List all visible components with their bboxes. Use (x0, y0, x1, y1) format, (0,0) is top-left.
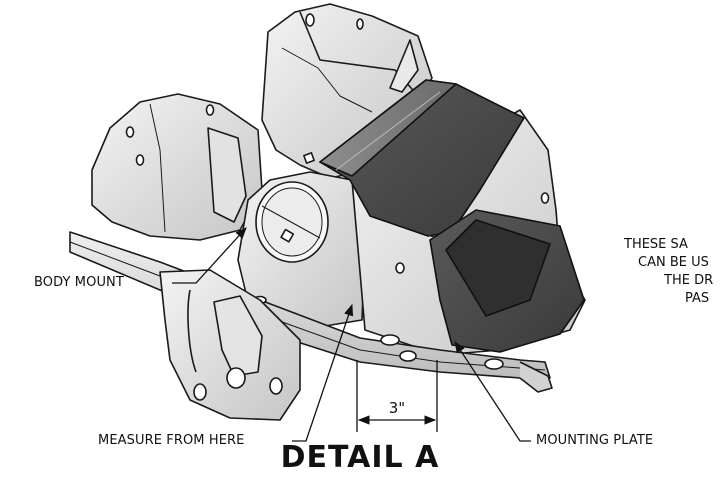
callout-body-mount: BODY MOUNT (34, 275, 124, 290)
note-line-3: THE DR (664, 273, 714, 288)
mounting-plate-leader (454, 341, 531, 442)
mounting-plate (319, 79, 585, 353)
upper-bracket (261, 3, 433, 179)
callout-mounting-plate: MOUNTING PLATE (536, 433, 654, 448)
note-line-1: THESE SA (624, 237, 688, 252)
measure-from-here-leader (292, 303, 354, 442)
callout-measure-from-here: MEASURE FROM HERE (98, 433, 245, 448)
leader-lines (172, 227, 531, 442)
note-line-4: PAS (685, 291, 710, 306)
body-mount-leader (172, 227, 247, 284)
note-line-2: CAN BE US (638, 255, 709, 270)
dimension-3in: 3" (356, 360, 438, 432)
detail-title: DETAIL A (280, 440, 440, 475)
wheelhouse-panel (91, 93, 263, 241)
body-mount-bracket (159, 269, 301, 421)
center-frame-section (237, 171, 366, 331)
dimension-label: 3" (389, 399, 405, 417)
